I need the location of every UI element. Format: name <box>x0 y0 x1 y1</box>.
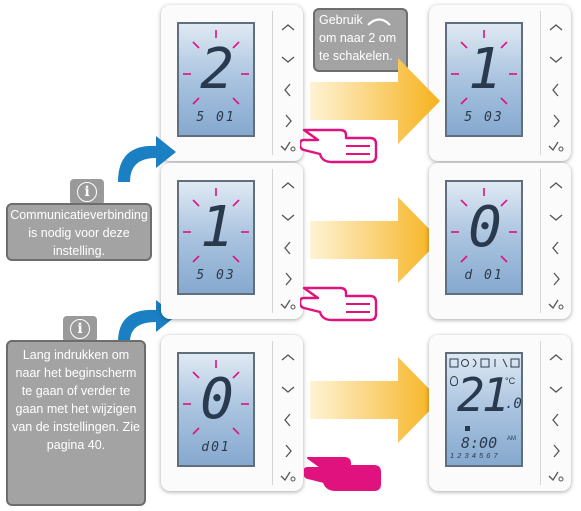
home-ampm: AM <box>507 436 516 442</box>
up-chevron-icon[interactable] <box>547 19 565 37</box>
divider <box>272 341 273 485</box>
down-chevron-icon[interactable] <box>279 50 297 68</box>
lcd-screen: 2 5 01 <box>177 22 255 137</box>
divider <box>540 11 541 155</box>
up-chevron-icon[interactable] <box>547 177 565 195</box>
flame-icon <box>450 376 458 386</box>
left-chevron-icon[interactable] <box>279 239 297 257</box>
right-chevron-icon[interactable] <box>279 442 297 460</box>
right-chevron-icon[interactable] <box>279 270 297 288</box>
callout-text-after: om naar 2 om te schakelen. <box>319 31 397 63</box>
schedule-icon <box>465 426 470 431</box>
setting-value: 0 <box>200 367 234 432</box>
curve-arrow-1 <box>118 136 176 182</box>
right-chevron-icon[interactable] <box>547 112 565 130</box>
down-chevron-icon[interactable] <box>279 208 297 226</box>
divider <box>272 11 273 155</box>
setting-value: 1 <box>468 37 502 102</box>
blink-rays <box>183 360 249 435</box>
home-temperature-unit: °C <box>505 376 516 386</box>
callout-communication: Communicatieverbinding is nodig voor dez… <box>6 203 152 261</box>
thermostat-step-4: 0 d 01 <box>429 163 571 319</box>
up-chevron-icon[interactable] <box>547 349 565 367</box>
thermostat-step-3: 1 5 03 <box>161 163 303 319</box>
lcd-home-screen: 21 .0 °C 8:00 AM 1 2 3 4 5 6 7 <box>445 352 523 467</box>
confirm-check-icon[interactable] <box>279 295 297 313</box>
left-chevron-icon[interactable] <box>279 411 297 429</box>
thermostat-home: 21 .0 °C 8:00 AM 1 2 3 4 5 6 7 <box>429 335 571 491</box>
blink-rays <box>183 188 249 263</box>
lcd-screen: 1 5 03 <box>445 22 523 137</box>
lcd-screen: 1 5 03 <box>177 180 255 295</box>
lcd-screen: 0 d 01 <box>445 180 523 295</box>
down-chevron-icon[interactable] <box>547 208 565 226</box>
left-chevron-icon[interactable] <box>279 81 297 99</box>
right-chevron-icon[interactable] <box>279 112 297 130</box>
next-arrow-3 <box>310 357 440 443</box>
callout-long-press: Lang indrukken om naar het beginscherm t… <box>6 340 146 506</box>
setting-code: d01 <box>201 440 231 455</box>
confirm-check-icon[interactable] <box>547 295 565 313</box>
setting-value: 2 <box>200 37 234 102</box>
long-press-hand-icon <box>304 457 381 491</box>
up-chevron-icon[interactable] <box>279 177 297 195</box>
divider <box>540 341 541 485</box>
divider <box>272 169 273 313</box>
up-chevron-icon[interactable] <box>279 19 297 37</box>
down-chevron-icon[interactable] <box>279 380 297 398</box>
setting-code: 5 03 <box>196 268 236 283</box>
callout-text-before: Gebruik <box>319 13 363 27</box>
info-icon: i <box>70 179 104 205</box>
left-chevron-icon[interactable] <box>547 239 565 257</box>
next-arrow-1 <box>310 58 440 144</box>
right-chevron-icon[interactable] <box>547 442 565 460</box>
home-days: 1 2 3 4 5 6 7 <box>450 451 499 460</box>
home-time: 8:00 <box>461 434 498 452</box>
thermostat-step-2: 1 5 03 <box>429 5 571 161</box>
setting-code: 5 03 <box>464 110 504 125</box>
blink-rays <box>451 188 517 263</box>
setting-value: 1 <box>200 195 234 260</box>
confirm-check-icon[interactable] <box>279 137 297 155</box>
press-hand-icon <box>300 286 378 322</box>
left-chevron-icon[interactable] <box>547 81 565 99</box>
up-chevron-icon[interactable] <box>279 349 297 367</box>
down-chevron-icon[interactable] <box>547 380 565 398</box>
thermostat-step-1: 2 5 01 <box>161 5 303 161</box>
up-arc-icon <box>367 18 392 26</box>
lcd-screen: 0 d01 <box>177 352 255 467</box>
callout-text: Communicatieverbinding is nodig voor dez… <box>10 208 148 258</box>
thermostat-step-5: 0 d01 <box>161 335 303 491</box>
confirm-check-icon[interactable] <box>547 467 565 485</box>
blink-rays <box>451 30 517 105</box>
down-chevron-icon[interactable] <box>547 50 565 68</box>
confirm-check-icon[interactable] <box>547 137 565 155</box>
info-icon: i <box>63 316 97 342</box>
home-temperature: 21 <box>457 368 509 422</box>
right-chevron-icon[interactable] <box>547 270 565 288</box>
left-chevron-icon[interactable] <box>547 411 565 429</box>
callout-text: Lang indrukken om naar het beginscherm t… <box>12 348 140 452</box>
setting-code: d 01 <box>464 268 504 283</box>
next-arrow-2 <box>310 197 440 283</box>
blink-rays <box>183 30 249 105</box>
press-hand-icon <box>300 128 378 164</box>
home-temperature-decimal: .0 <box>505 396 522 412</box>
mode-icons <box>449 358 520 368</box>
setting-code: 5 01 <box>196 110 236 125</box>
divider <box>540 169 541 313</box>
callout-use-up: Gebruik om naar 2 om te schakelen. <box>313 8 408 72</box>
setting-value: 0 <box>468 195 502 260</box>
confirm-check-icon[interactable] <box>279 467 297 485</box>
